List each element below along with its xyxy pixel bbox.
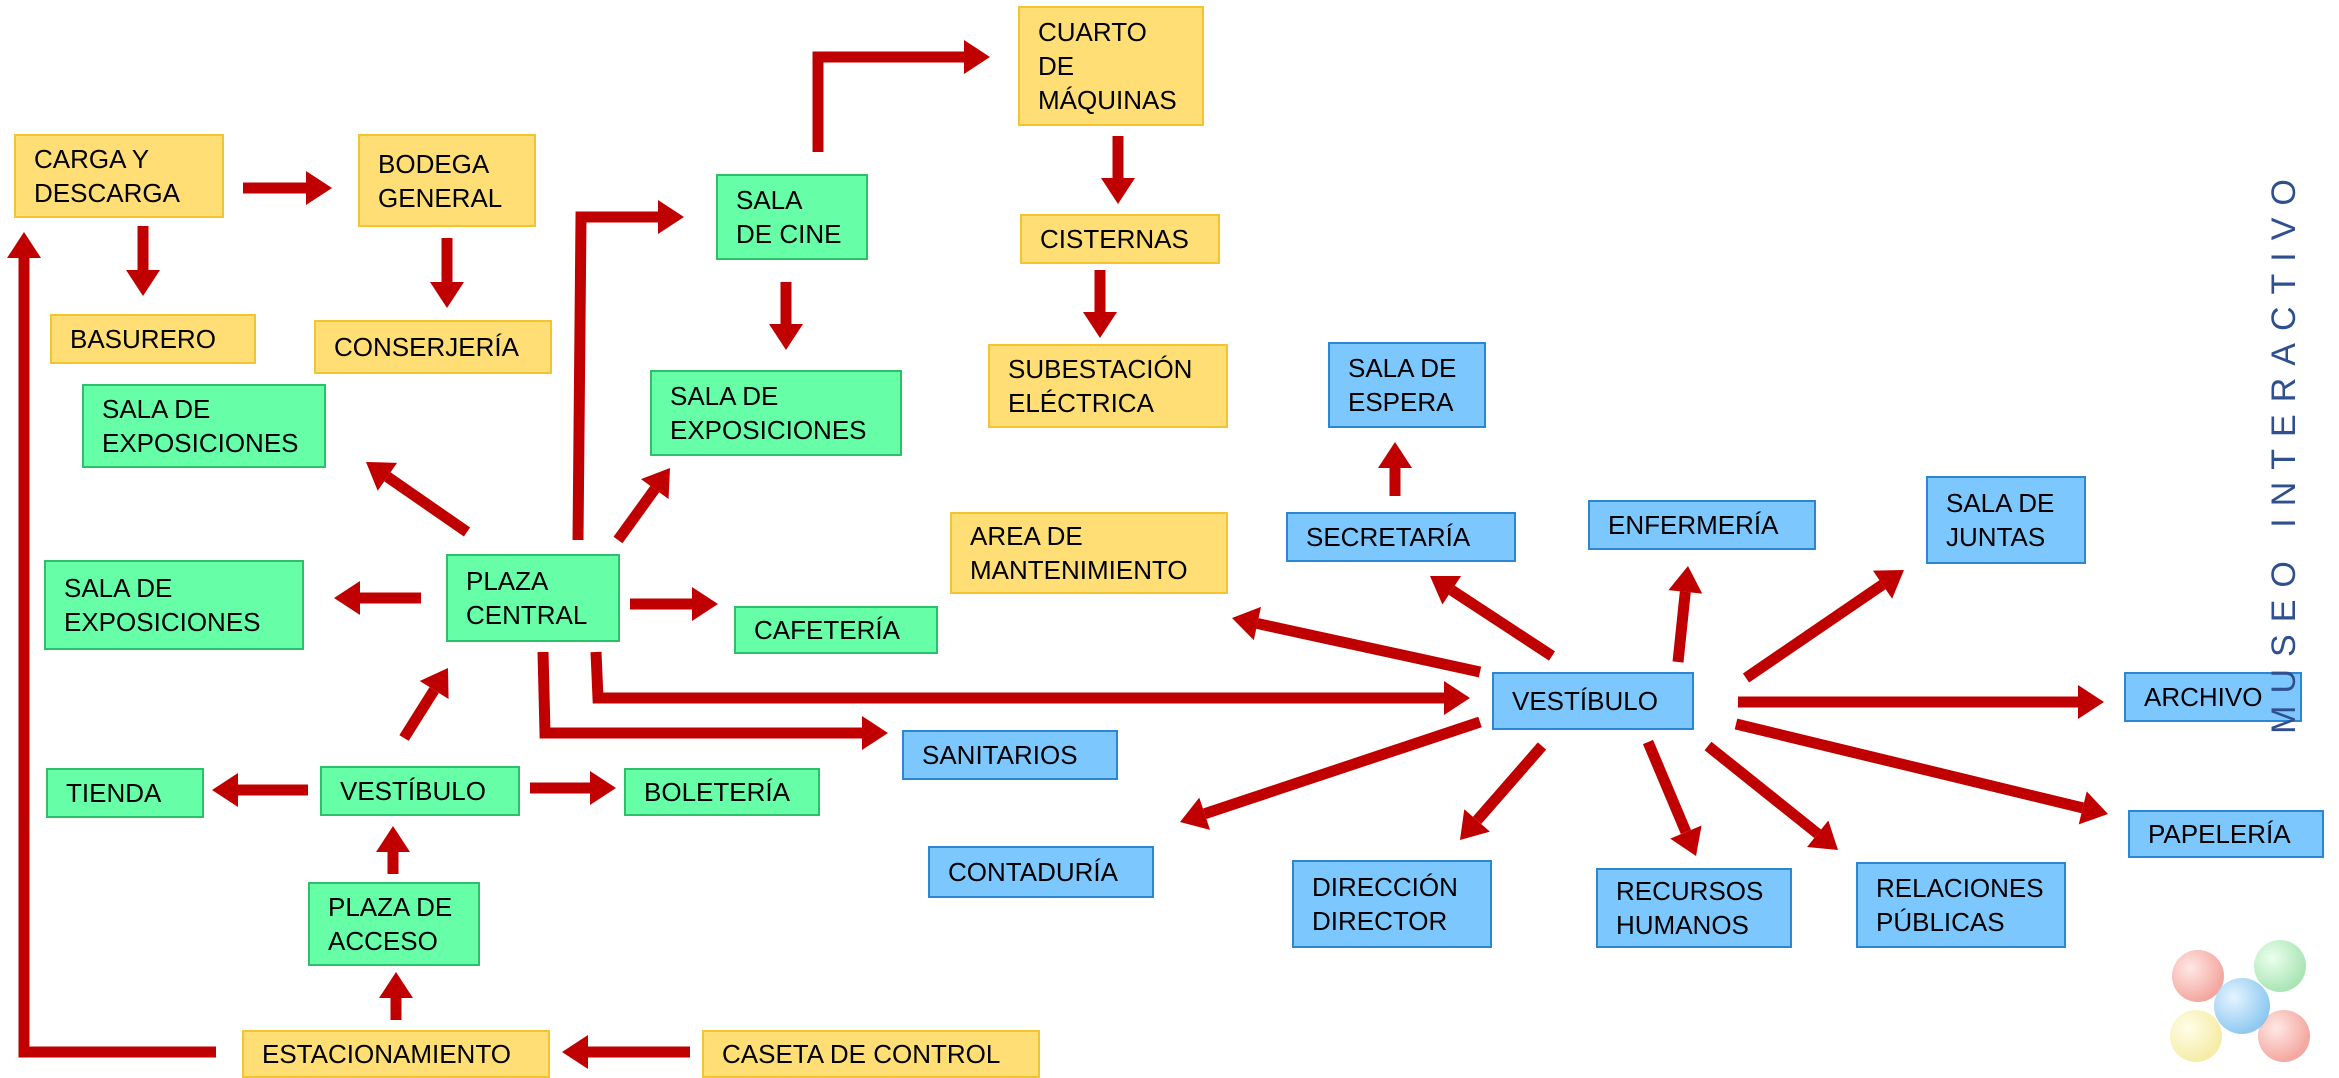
arrow-vestibulo-admin-to-recursos-humanos: [1642, 739, 1702, 856]
node-papeleria: PAPELERÍA: [2128, 810, 2324, 858]
arrow-bodega-general-to-conserjeria: [430, 238, 464, 308]
node-archivo: ARCHIVO: [2124, 672, 2302, 722]
arrow-vestibulo-admin-to-contaduria: [1180, 716, 1482, 830]
node-contaduria: CONTADURÍA: [928, 846, 1154, 898]
arrow-vestibulo-admin-to-sala-juntas: [1742, 570, 1904, 683]
arrow-vestibulo-admin-to-direccion: [1460, 742, 1547, 840]
node-basurero: BASURERO: [50, 314, 256, 364]
node-boleteria: BOLETERÍA: [624, 768, 820, 816]
arrow-plaza-acceso-to-vestibulo-acceso: [376, 826, 410, 874]
node-enfermeria: ENFERMERÍA: [1588, 500, 1816, 550]
node-caseta-control: CASETA DE CONTROL: [702, 1030, 1040, 1078]
arrow-caseta-control-to-estacionamiento: [562, 1035, 690, 1069]
arrow-plaza-central-to-cafeteria: [630, 587, 718, 621]
arrow-plaza-central-to-sanitarios: [537, 651, 888, 750]
node-cisternas: CISTERNAS: [1020, 214, 1220, 264]
arrow-vestibulo-admin-to-papeleria: [1734, 718, 2108, 825]
arrow-vestibulo-admin-to-relaciones-publicas: [1704, 741, 1838, 850]
node-vestibulo-acceso: VESTÍBULO: [320, 766, 520, 816]
arrow-cisternas-to-subestacion: [1083, 270, 1117, 338]
node-sala-juntas: SALA DE JUNTAS: [1926, 476, 2086, 564]
arrow-sala-cine-to-sala-expo-2: [769, 282, 803, 350]
node-conserjeria: CONSERJERÍA: [314, 320, 552, 374]
node-direccion: DIRECCIÓN DIRECTOR: [1292, 860, 1492, 948]
node-cuarto-maquinas: CUARTO DE MÁQUINAS: [1018, 6, 1204, 126]
arrow-vestibulo-admin-to-enfermeria: [1668, 566, 1703, 663]
arrow-estacionamiento-to-plaza-acceso: [379, 972, 413, 1020]
side-title: MUSEO INTERACTIVO: [2254, 167, 2314, 734]
arrow-cuarto-maquinas-to-cisternas: [1101, 136, 1135, 204]
node-area-mantenimiento: AREA DE MANTENIMIENTO: [950, 512, 1228, 594]
arrow-plaza-central-to-sala-expo-1: [366, 462, 471, 537]
arrow-vestibulo-admin-to-area-mantenimiento: [1232, 606, 1482, 678]
node-relaciones-publicas: RELACIONES PÚBLICAS: [1856, 862, 2066, 948]
arrow-vestibulo-acceso-to-plaza-central: [399, 668, 449, 741]
arrow-sala-cine-to-cuarto-maquinas: [812, 40, 990, 152]
arrow-vestibulo-admin-to-secretaria: [1430, 576, 1556, 661]
arrow-carga-descarga-to-bodega-general: [243, 171, 332, 205]
node-plaza-central: PLAZA CENTRAL: [446, 554, 620, 642]
node-sala-exposiciones-3: SALA DE EXPOSICIONES: [44, 560, 304, 650]
arrow-plaza-central-to-sala-expo-2: [613, 468, 670, 544]
node-sala-exposiciones-2: SALA DE EXPOSICIONES: [650, 370, 902, 456]
node-subestacion: SUBESTACIÓN ELÉCTRICA: [988, 344, 1228, 428]
node-vestibulo-admin: VESTÍBULO: [1492, 672, 1694, 730]
arrow-carga-descarga-to-basurero: [126, 226, 160, 296]
arrow-secretaria-to-sala-espera: [1378, 442, 1412, 496]
node-recursos-humanos: RECURSOS HUMANOS: [1596, 868, 1792, 948]
node-carga-descarga: CARGA Y DESCARGA: [14, 134, 224, 218]
arrow-estacionamiento-to-carga-descarga: [7, 232, 216, 1058]
node-tienda: TIENDA: [46, 768, 204, 818]
node-estacionamiento: ESTACIONAMIENTO: [242, 1030, 550, 1078]
node-sanitarios: SANITARIOS: [902, 730, 1118, 780]
node-plaza-acceso: PLAZA DE ACCESO: [308, 882, 480, 966]
node-sala-espera: SALA DE ESPERA: [1328, 342, 1486, 428]
node-cafeteria: CAFETERÍA: [734, 606, 938, 654]
arrow-plaza-central-to-sala-cine: [572, 200, 684, 541]
arrow-plaza-central-to-vestibulo-admin: [590, 651, 1470, 715]
arrow-vestibulo-acceso-to-tienda: [212, 773, 308, 807]
arrow-vestibulo-admin-to-archivo: [1738, 685, 2104, 719]
arrow-plaza-central-to-sala-expo-3: [334, 581, 421, 615]
node-secretaria: SECRETARÍA: [1286, 512, 1516, 562]
arrow-vestibulo-acceso-to-boleteria: [530, 771, 616, 805]
museo-interactivo-title: MUSEO INTERACTIVO: [2264, 166, 2303, 734]
node-bodega-general: BODEGA GENERAL: [358, 134, 536, 227]
museum-logo: [2170, 940, 2310, 1062]
node-sala-cine: SALA DE CINE: [716, 174, 868, 260]
node-sala-exposiciones-1: SALA DE EXPOSICIONES: [82, 384, 326, 468]
